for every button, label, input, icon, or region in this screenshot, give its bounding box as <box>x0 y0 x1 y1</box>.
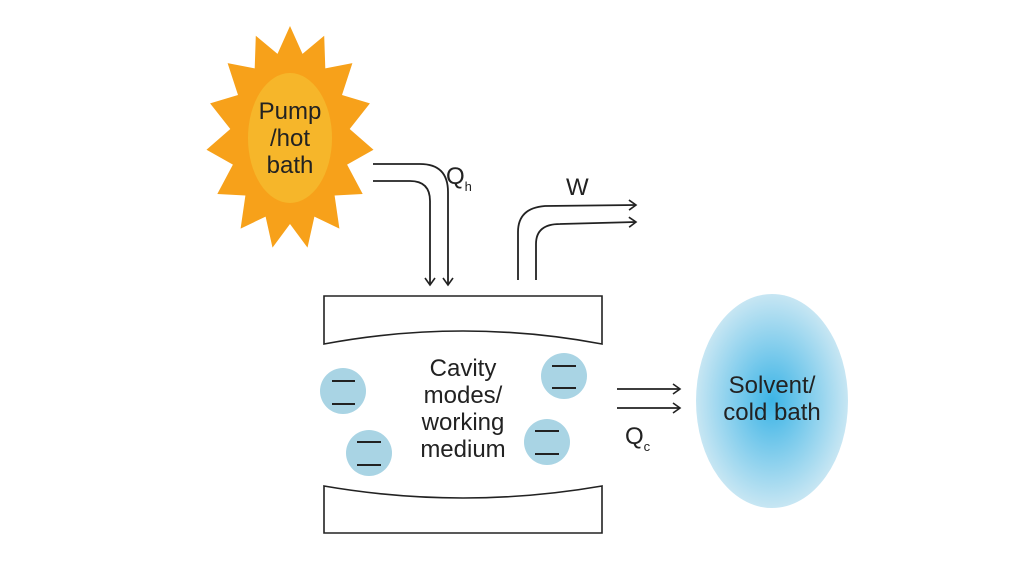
hot-bath-label-line3: bath <box>267 152 314 179</box>
heat-out-label: Qc <box>625 423 651 454</box>
cavity-top-mirror <box>323 295 603 345</box>
emitter <box>541 353 587 399</box>
work-arrows <box>517 199 638 280</box>
cavity-label-line2: modes/ <box>424 382 503 409</box>
work-arrow-inner <box>535 216 638 280</box>
hot-bath-core <box>248 73 332 203</box>
hot-bath: Pump /hot bath <box>206 26 374 248</box>
work-arrow-outer <box>517 199 638 280</box>
hot-bath-label-line1: Pump <box>259 98 322 125</box>
heat-in-arrow-inner <box>373 180 436 287</box>
hot-bath-label-line2: /hot <box>270 125 310 152</box>
cold-bath: Solvent/ cold bath <box>696 294 848 508</box>
heat-in-arrow-outer <box>373 163 454 287</box>
cold-bath-label-line1: Solvent/ <box>729 372 816 399</box>
work-label: W <box>566 174 589 201</box>
cavity-label-line4: medium <box>420 436 505 463</box>
cold-bath-label-line2: cold bath <box>723 399 820 426</box>
emitter <box>346 430 392 476</box>
cavity-label-line1: Cavity <box>430 355 497 382</box>
cavity-bottom-mirror <box>323 485 603 534</box>
heat-out-arrows <box>617 383 682 414</box>
heat-in-label: Qh <box>446 163 472 194</box>
cavity-label-line3: working <box>421 409 505 436</box>
heat-in-arrows <box>373 163 454 287</box>
emitter <box>524 419 570 465</box>
cold-bath-ellipse <box>696 294 848 508</box>
emitter <box>320 368 366 414</box>
cavity-label: Cavity modes/ working medium <box>420 355 505 463</box>
